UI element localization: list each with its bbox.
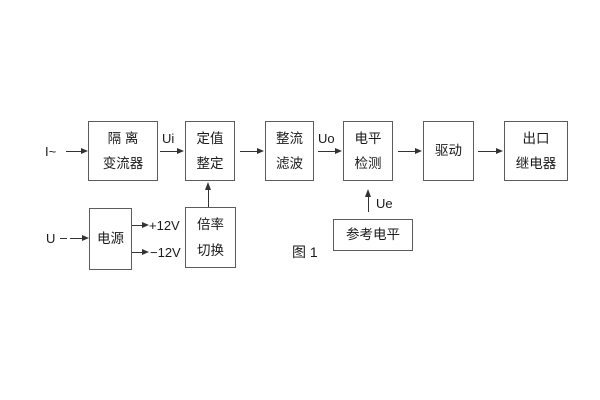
signal-ui-label: Ui bbox=[162, 131, 175, 146]
block-rectifier-filter-line1: 整流 bbox=[276, 130, 303, 146]
block-setting-adjust-line1: 定值 bbox=[196, 130, 224, 146]
signal-uo-label: Uo bbox=[318, 131, 335, 146]
arrow-level-to-drive bbox=[398, 148, 422, 154]
block-level-detection-line2: 检测 bbox=[354, 156, 382, 171]
arrow-input-voltage-to-power bbox=[70, 235, 89, 241]
block-ratio-switch-line2: 切换 bbox=[197, 242, 224, 258]
arrow-drive-to-relay bbox=[478, 148, 503, 154]
block-ratio-switch-line1: 倍率 bbox=[197, 217, 224, 232]
block-setting-adjust-line2: 整定 bbox=[196, 156, 224, 171]
block-output-relay-line1: 出口 bbox=[522, 130, 550, 146]
signal-minus12v-label: −12V bbox=[150, 245, 181, 260]
block-isolation-transformer-line2: 变流器 bbox=[102, 156, 144, 171]
block-reference-level-label: 参考电平 bbox=[346, 227, 400, 243]
input-voltage-label: U bbox=[46, 231, 56, 246]
block-drive: 驱动 bbox=[423, 121, 474, 181]
arrow-isolation-to-setting bbox=[160, 148, 184, 154]
block-power-supply: 电源 bbox=[89, 208, 132, 270]
block-isolation-transformer: 隔 离 变流器 bbox=[88, 121, 158, 181]
arrow-setting-to-rectifier bbox=[240, 148, 264, 154]
block-power-supply-label: 电源 bbox=[97, 231, 124, 247]
block-rectifier-filter-line2: 滤波 bbox=[276, 156, 303, 171]
block-isolation-transformer-line1: 隔 离 bbox=[107, 130, 139, 146]
block-ratio-switch: 倍率 切换 bbox=[185, 207, 236, 268]
arrow-rectifier-to-level bbox=[318, 148, 342, 154]
arrow-reference-to-level bbox=[365, 189, 371, 212]
block-output-relay: 出口 继电器 bbox=[504, 121, 568, 181]
block-level-detection-line1: 电平 bbox=[354, 130, 382, 146]
arrow-power-plus12v bbox=[132, 222, 149, 228]
signal-plus12v-label: +12V bbox=[149, 218, 180, 233]
block-level-detection: 电平 检测 bbox=[343, 121, 393, 181]
figure-caption: 图 1 bbox=[292, 244, 318, 260]
arrow-power-minus12v bbox=[132, 249, 149, 255]
arrow-input-current-to-isolation bbox=[66, 148, 88, 154]
block-setting-adjust: 定值 整定 bbox=[185, 121, 235, 181]
block-reference-level: 参考电平 bbox=[333, 219, 413, 251]
block-drive-label: 驱动 bbox=[435, 143, 462, 159]
dash-input-voltage bbox=[60, 238, 67, 239]
signal-ue-label: Ue bbox=[376, 196, 393, 211]
arrow-ratio-to-setting bbox=[205, 182, 211, 207]
input-current-label: I~ bbox=[45, 144, 57, 159]
block-output-relay-line2: 继电器 bbox=[515, 156, 557, 171]
block-rectifier-filter: 整流 滤波 bbox=[265, 121, 314, 181]
